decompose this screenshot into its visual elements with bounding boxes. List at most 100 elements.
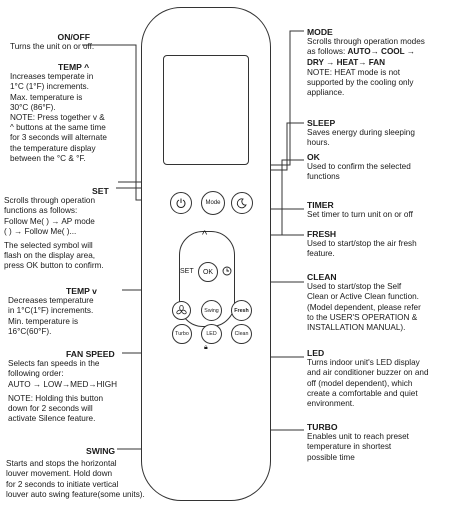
led-title: LED	[307, 348, 325, 358]
set-line: ( ) → Follow Me( )...	[4, 226, 77, 236]
fan-speed-line: following order:	[8, 369, 64, 379]
temp-down-description: TEMP v Decreases temperature in 1°C(1°F)…	[8, 286, 126, 337]
clean-line: Used to start/stop the Self	[307, 282, 402, 292]
swing-line: louver movement. Hold down	[6, 469, 113, 479]
sleep-button[interactable]	[231, 192, 253, 214]
temp-up-line: 1°C (1°F) increments.	[10, 82, 89, 92]
set-description: SET Scrolls through operation functions …	[4, 186, 129, 272]
temp-up-line: for 3 seconds will alternate	[10, 133, 107, 143]
mode-sequence-1: AUTO→ COOL →	[347, 47, 415, 57]
fresh-line: feature.	[307, 249, 335, 259]
onoff-description: ON/OFF Turns the unit on or off.	[10, 32, 130, 52]
fan-speed-button[interactable]	[172, 301, 191, 320]
timer-line: Set timer to turn unit on or off	[307, 210, 413, 220]
fan-speed-line: activate Silence feature.	[8, 414, 96, 424]
fan-speed-title: FAN SPEED	[66, 349, 115, 359]
mode-description: MODE Scrolls through operation modes as …	[307, 27, 449, 98]
led-line: Turns indoor unit's LED display	[307, 358, 420, 368]
swing-description: SWING Starts and stops the horizontal lo…	[6, 446, 176, 500]
caret-up-icon: ^	[84, 62, 90, 72]
set-line: The selected symbol will	[4, 241, 93, 251]
fresh-button[interactable]: Fresh	[231, 300, 252, 321]
timer-title: TIMER	[307, 200, 334, 210]
mode-line: Scrolls through operation modes	[307, 37, 425, 47]
set-line: Follow Me( ) → AP mode	[4, 216, 95, 226]
fan-speed-line: Selects fan speeds in the	[8, 359, 100, 369]
temp-up-note-text: buttons at the same time	[16, 123, 106, 133]
temp-up-title-text: TEMP	[58, 62, 82, 72]
mode-note: supported by the cooling only	[307, 78, 414, 88]
temp-down-line: Decreases temperature	[8, 296, 94, 306]
temp-up-icon[interactable]: ^	[202, 229, 208, 241]
temp-down-title: TEMP v	[8, 286, 126, 296]
turbo-button[interactable]: Turbo	[172, 324, 192, 344]
set-line: press OK button to confirm.	[4, 261, 104, 271]
turbo-line: temperature in shortest	[307, 442, 392, 452]
fan-speed-line: NOTE: Holding this button	[8, 393, 104, 403]
fresh-line: Used to start/stop the air fresh	[307, 239, 417, 249]
power-icon	[176, 198, 186, 208]
mode-sequence-2: DRY → HEAT→ FAN	[307, 57, 386, 67]
mode-title: MODE	[307, 27, 333, 37]
temp-up-note-text: NOTE: Press together	[10, 113, 91, 123]
temp-up-description: TEMP ^ Increases temperate in 1°C (1°F) …	[10, 62, 135, 164]
onoff-title: ON/OFF	[57, 32, 90, 42]
led-button[interactable]: LED	[201, 324, 222, 344]
fresh-title: FRESH	[307, 229, 337, 239]
display-screen	[163, 55, 249, 165]
sleep-line: hours.	[307, 138, 330, 148]
led-line: create a comfortable and quiet	[307, 388, 418, 398]
temp-up-note: NOTE: Press together v &	[10, 113, 105, 123]
temp-up-line: Max. temperature is	[10, 92, 83, 102]
swing-button[interactable]: Swing	[201, 300, 222, 321]
sleep-title: SLEEP	[307, 118, 336, 128]
set-line: functions as follows:	[4, 206, 78, 216]
set-button[interactable]: SET	[180, 268, 194, 275]
caret-down-icon: v	[92, 286, 97, 296]
clean-button[interactable]: Clean	[231, 324, 252, 344]
set-title: SET	[92, 186, 109, 196]
clean-line: INSTALLATION MANUAL).	[307, 323, 406, 333]
temp-up-line: Increases temperate in	[10, 72, 94, 82]
led-line: and air conditioner buzzer on and	[307, 368, 429, 378]
set-line: Scrolls through operation	[4, 196, 96, 206]
clean-line: Clean or Active Clean function.	[307, 292, 419, 302]
caret-down-icon: v	[92, 113, 97, 123]
set-line: flash on the display area,	[4, 251, 96, 261]
temp-down-line: 16°C(60°F).	[8, 326, 52, 336]
temp-up-note: ^ buttons at the same time	[10, 123, 135, 133]
ok-line: Used to confirm the selected	[307, 162, 411, 172]
fan-speed-description: FAN SPEED Selects fan speeds in the foll…	[8, 349, 133, 424]
led-line: off (model dependent), which	[307, 378, 413, 388]
power-button[interactable]	[170, 192, 192, 214]
temp-up-line: the temperature display	[10, 143, 96, 153]
timer-description: TIMER Set timer to turn unit on or off	[307, 200, 449, 220]
temp-up-title: TEMP ^	[10, 62, 135, 72]
swing-line: louver auto swing feature(some units).	[6, 489, 145, 499]
temp-down-line: in 1°C(1°F) increments.	[8, 306, 94, 316]
fresh-description: FRESH Used to start/stop the air fresh f…	[307, 229, 449, 260]
fan-speed-line: down for 2 seconds will	[8, 404, 93, 414]
swing-title: SWING	[86, 446, 116, 456]
mode-button[interactable]: Mode	[201, 191, 225, 215]
turbo-line: Enables unit to reach preset	[307, 432, 409, 442]
clean-line: (Model dependent, please refer	[307, 302, 421, 312]
clean-line: to the USER'S OPERATION &	[307, 312, 418, 322]
temp-down-title-text: TEMP	[66, 286, 90, 296]
caret-up-icon: ^	[10, 123, 14, 133]
mode-line: as follows: AUTO→ COOL →	[307, 47, 449, 57]
ok-button[interactable]: OK	[198, 262, 218, 282]
sleep-icon	[236, 198, 247, 209]
timer-button[interactable]	[222, 266, 232, 278]
remote-control-body	[141, 7, 271, 501]
turbo-description: TURBO Enables unit to reach preset tempe…	[307, 422, 449, 463]
fan-icon	[176, 305, 187, 315]
mode-note: appliance.	[307, 88, 345, 98]
mode-note: NOTE: HEAT mode is not	[307, 67, 400, 77]
sleep-line: Saves energy during sleeping	[307, 128, 415, 138]
ok-description: OK Used to confirm the selected function…	[307, 152, 449, 183]
temp-up-line: between the °C & °F.	[10, 153, 86, 163]
led-description: LED Turns indoor unit's LED display and …	[307, 348, 449, 409]
temp-up-line: 30°C (86°F).	[10, 102, 56, 112]
turbo-line: possible time	[307, 452, 355, 462]
